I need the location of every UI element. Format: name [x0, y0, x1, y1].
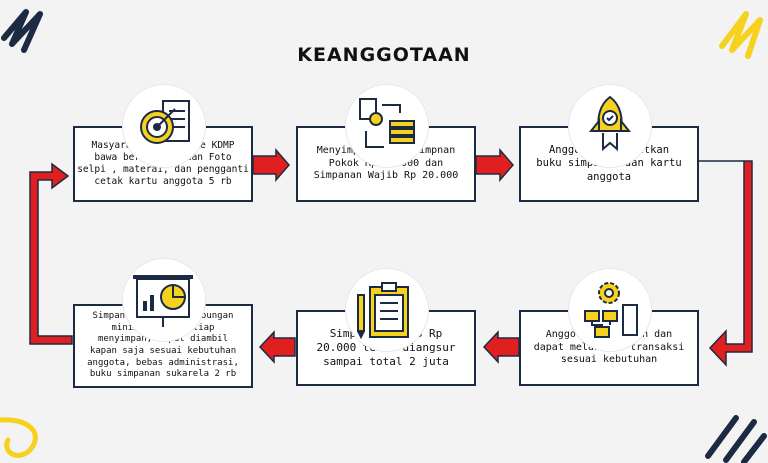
workflow-storage-icon — [345, 84, 429, 168]
target-document-icon — [122, 84, 206, 168]
gear-blueprint-icon — [568, 268, 652, 352]
presentation-chart-icon — [122, 258, 206, 342]
rocket-badge-icon — [568, 84, 652, 168]
arrow-step3-to-step4 — [696, 163, 751, 354]
arrow-step6-to-step1 — [30, 164, 72, 344]
arrow-step2-to-step3 — [476, 150, 513, 180]
arrow-step5-to-step6 — [260, 332, 295, 362]
clipboard-checklist-icon — [345, 268, 429, 352]
arrow-step1-to-step2 — [253, 150, 289, 180]
arrow-step4-to-step5 — [484, 332, 519, 362]
